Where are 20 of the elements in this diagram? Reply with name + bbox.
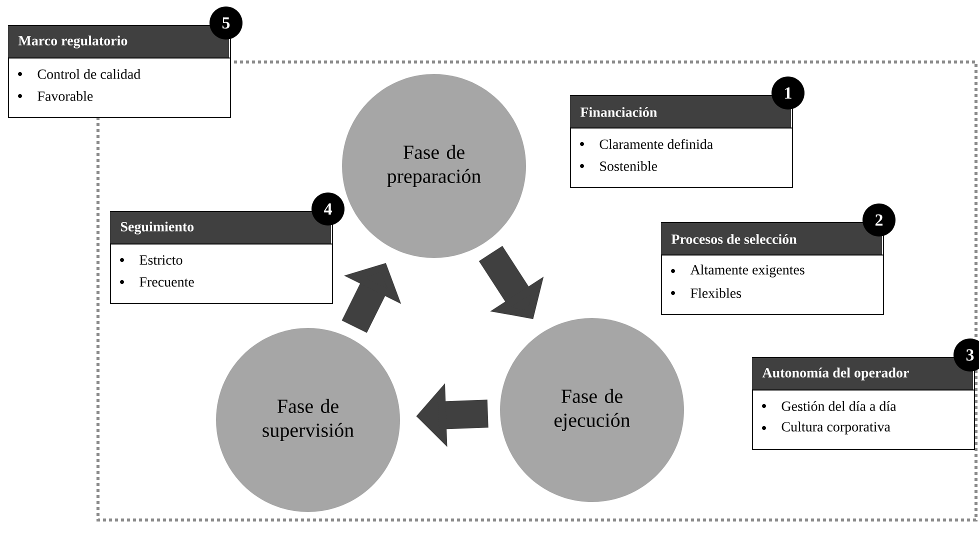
card-heading: Seguimiento xyxy=(120,222,194,234)
bullet-item: Gestión del día a día xyxy=(762,401,896,411)
bullet-item: Cultura corporativa xyxy=(762,422,890,434)
callout-number: 1 xyxy=(772,76,804,110)
card-heading: Marco regulatorio xyxy=(18,36,128,48)
callout-number: 4 xyxy=(312,192,344,226)
bullet-item: Favorable xyxy=(18,91,93,101)
bullet-item: Claramente definida xyxy=(580,139,713,149)
card-heading: Procesos de selección xyxy=(671,234,797,244)
bullet-item: Altamente exigentes xyxy=(671,264,804,278)
card-heading: Financiación xyxy=(580,107,658,117)
bullet-item: Frecuente xyxy=(120,277,194,287)
callout-number: 5 xyxy=(210,6,242,40)
bullet-item: Estricto xyxy=(120,255,182,265)
card-heading: Autonomía del operador xyxy=(762,368,909,380)
callout-number: 3 xyxy=(954,338,979,372)
bullet-item: Flexibles xyxy=(671,288,742,298)
callout-number: 2 xyxy=(862,204,896,236)
bullet-item: Sostenible xyxy=(580,161,658,171)
bullet-item: Control de calidad xyxy=(18,69,140,79)
